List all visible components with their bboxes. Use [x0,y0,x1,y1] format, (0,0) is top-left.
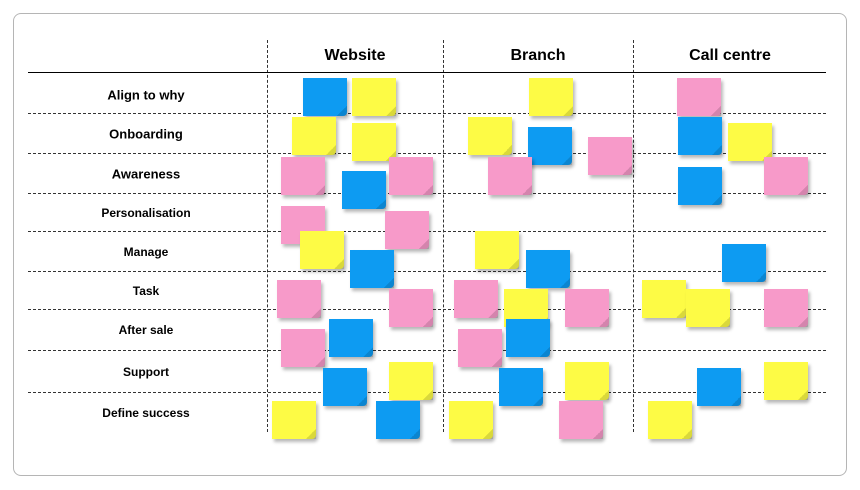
sticky-note-yellow[interactable] [642,280,686,318]
row-label-support: Support [123,365,169,379]
sticky-note-pink[interactable] [764,157,808,195]
sticky-note-pink[interactable] [488,157,532,195]
sticky-note-pink[interactable] [385,211,429,249]
sticky-note-blue[interactable] [506,319,550,357]
sticky-note-blue[interactable] [303,78,347,116]
sticky-note-yellow[interactable] [352,123,396,161]
sticky-note-blue[interactable] [329,319,373,357]
sticky-note-pink[interactable] [389,157,433,195]
row-label-define-success: Define success [102,406,190,420]
sticky-note-yellow[interactable] [529,78,573,116]
sticky-note-pink[interactable] [277,280,321,318]
sticky-note-pink[interactable] [764,289,808,327]
sticky-note-blue[interactable] [499,368,543,406]
sticky-note-pink[interactable] [677,78,721,116]
row-divider [28,153,826,154]
column-divider [633,40,634,432]
sticky-note-yellow[interactable] [686,289,730,327]
sticky-note-pink[interactable] [458,329,502,367]
sticky-note-blue[interactable] [323,368,367,406]
sticky-note-yellow[interactable] [565,362,609,400]
column-divider [443,40,444,432]
sticky-note-yellow[interactable] [389,362,433,400]
sticky-note-yellow[interactable] [648,401,692,439]
sticky-note-yellow[interactable] [300,231,344,269]
sticky-note-yellow[interactable] [272,401,316,439]
sticky-note-pink[interactable] [559,401,603,439]
sticky-note-blue[interactable] [342,171,386,209]
sticky-note-pink[interactable] [588,137,632,175]
sticky-note-pink[interactable] [281,157,325,195]
sticky-note-yellow[interactable] [475,231,519,269]
row-divider [28,350,826,351]
sticky-note-pink[interactable] [565,289,609,327]
row-label-task: Task [132,284,160,298]
column-header-branch: Branch [510,47,566,64]
sticky-note-yellow[interactable] [468,117,512,155]
sticky-note-yellow[interactable] [449,401,493,439]
sticky-note-yellow[interactable] [764,362,808,400]
row-label-awareness: Awareness [111,166,181,182]
sticky-note-pink[interactable] [389,289,433,327]
sticky-note-blue[interactable] [350,250,394,288]
sticky-note-blue[interactable] [528,127,572,165]
column-header-call-centre: Call centre [689,47,771,64]
header-rule [28,72,826,73]
sticky-note-blue[interactable] [376,401,420,439]
sticky-note-blue[interactable] [678,167,722,205]
sticky-note-blue[interactable] [526,250,570,288]
row-label-after-sale: After sale [118,323,174,337]
sticky-note-pink[interactable] [281,329,325,367]
sticky-note-blue[interactable] [678,117,722,155]
sticky-note-blue[interactable] [722,244,766,282]
column-divider [267,40,268,432]
sticky-note-yellow[interactable] [292,117,336,155]
row-label-onboarding: Onboarding [109,126,183,142]
sticky-note-yellow[interactable] [352,78,396,116]
sticky-note-pink[interactable] [454,280,498,318]
row-label-align-to-why: Align to why [107,87,185,103]
column-header-website: Website [324,47,386,64]
row-label-manage: Manage [123,245,169,259]
sticky-note-yellow[interactable] [728,123,772,161]
sticky-note-blue[interactable] [697,368,741,406]
row-label-personalisation: Personalisation [101,206,191,220]
row-divider [28,271,826,272]
row-divider [28,113,826,114]
